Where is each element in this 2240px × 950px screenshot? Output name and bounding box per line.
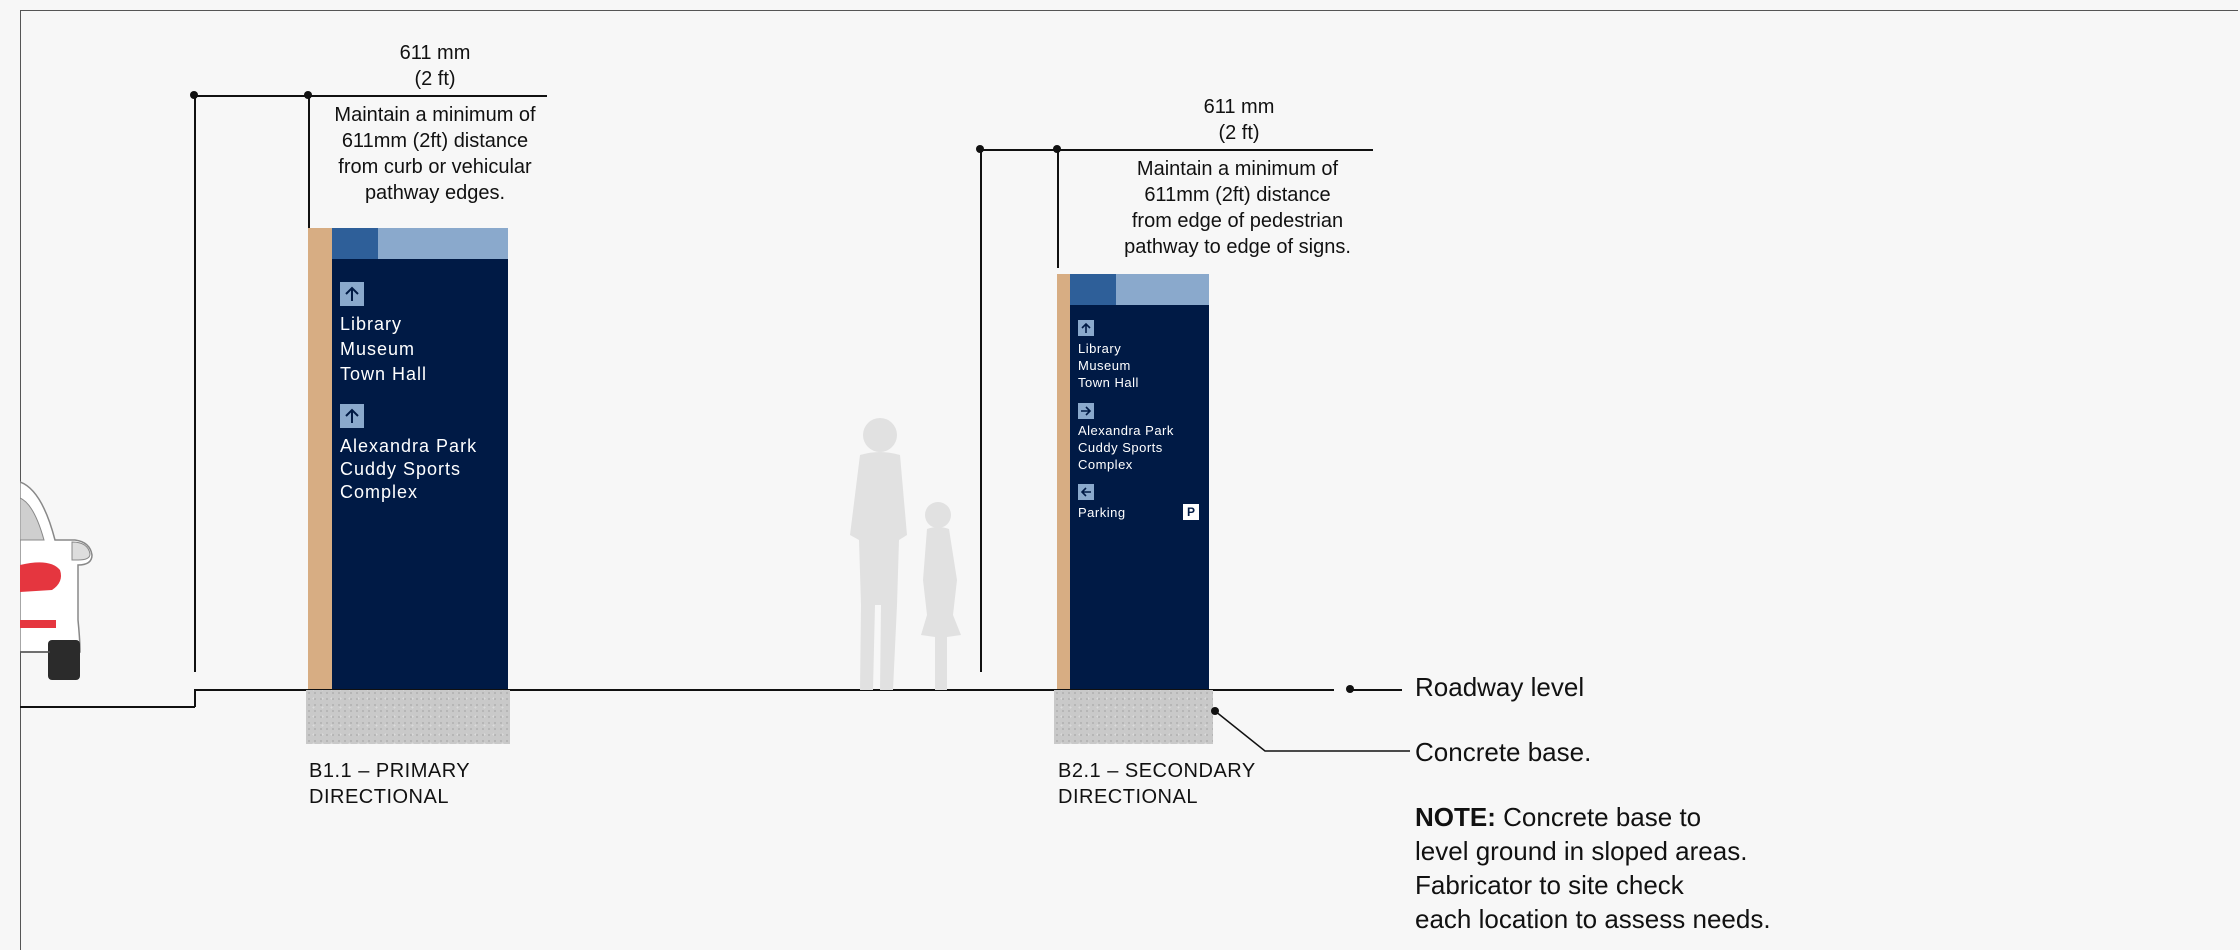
car-illustration bbox=[20, 481, 93, 680]
up-arrow-icon bbox=[340, 404, 364, 428]
secondary-sign-caption: B2.1 – SECONDARY DIRECTIONAL bbox=[1058, 758, 1256, 810]
note-text: Concrete base to bbox=[1503, 802, 1702, 832]
note-line: from curb or vehicular bbox=[338, 156, 532, 178]
caption-line: DIRECTIONAL bbox=[309, 786, 449, 808]
destination-label: Cuddy Sports bbox=[1078, 440, 1163, 455]
concrete-base-label: Concrete base. bbox=[1415, 737, 1592, 767]
secondary-concrete-base bbox=[1054, 690, 1213, 744]
note-line: Fabricator to site check bbox=[1415, 870, 1684, 900]
secondary-sign-band-accent bbox=[1070, 274, 1116, 305]
primary-sign-band bbox=[378, 228, 508, 259]
right-arrow-icon bbox=[1078, 403, 1094, 419]
secondary-sign-panel bbox=[1070, 274, 1209, 689]
note-pedestrian-distance: Maintain a minimum of 611mm (2ft) distan… bbox=[1105, 156, 1370, 260]
dimension-2-path-extension bbox=[980, 150, 982, 672]
destination-label: Parking bbox=[1078, 505, 1126, 520]
caption-line: B1.1 – PRIMARY bbox=[309, 760, 471, 782]
note-line: Maintain a minimum of bbox=[1136, 158, 1339, 180]
note-label: NOTE: bbox=[1415, 802, 1496, 832]
dimension-2-dot-left bbox=[976, 145, 984, 153]
roadway-level-label: Roadway level bbox=[1415, 672, 1585, 702]
pedestrian-silhouettes bbox=[850, 418, 961, 690]
up-arrow-icon bbox=[340, 282, 364, 306]
dimension-1-dot-right bbox=[304, 91, 312, 99]
dimension-1-label: 611 mm (2 ft) bbox=[350, 40, 520, 92]
dimension-2-dot-right bbox=[1053, 145, 1061, 153]
note-line: Maintain a minimum of bbox=[334, 104, 536, 126]
primary-sign-caption: B1.1 – PRIMARY DIRECTIONAL bbox=[309, 758, 470, 810]
dimension-2-label: 611 mm (2 ft) bbox=[1154, 94, 1324, 146]
destination-label: Cuddy Sports bbox=[340, 459, 462, 479]
destination-label: Alexandra Park bbox=[340, 436, 478, 456]
ground-line-left bbox=[20, 706, 195, 708]
parking-badge: P bbox=[1183, 504, 1199, 520]
note-line: each location to assess needs. bbox=[1415, 904, 1771, 934]
note-line: from edge of pedestrian bbox=[1131, 210, 1344, 232]
primary-concrete-base bbox=[306, 690, 510, 744]
destination-label: Library bbox=[1078, 341, 1122, 356]
destination-label: Museum bbox=[340, 339, 416, 359]
note-line: 611mm (2ft) distance bbox=[341, 130, 529, 152]
dimension-1-value-imperial: (2 ft) bbox=[414, 68, 456, 90]
curb-step bbox=[194, 690, 196, 707]
dimension-1-sign-extension bbox=[308, 96, 310, 228]
destination-label: Town Hall bbox=[1078, 375, 1139, 390]
drawing-frame bbox=[20, 10, 2238, 950]
left-arrow-icon bbox=[1078, 484, 1094, 500]
secondary-sign-post bbox=[1057, 274, 1070, 689]
caption-line: DIRECTIONAL bbox=[1058, 786, 1198, 808]
secondary-sign-band bbox=[1116, 274, 1209, 305]
dimension-1-value: 611 mm bbox=[399, 42, 471, 64]
dimension-2-value-imperial: (2 ft) bbox=[1218, 122, 1260, 144]
secondary-sign-parking: Parking bbox=[1078, 504, 1126, 521]
primary-sign-group-1: Library Museum Town Hall bbox=[340, 312, 427, 387]
concrete-base-note: NOTE: Concrete base to level ground in s… bbox=[1415, 800, 1771, 936]
concrete-base-leader bbox=[1211, 707, 1410, 752]
destination-label: Town Hall bbox=[340, 364, 428, 384]
note-line: 611mm (2ft) distance bbox=[1144, 184, 1331, 206]
roadway-leader bbox=[1350, 689, 1402, 691]
primary-sign-band-accent bbox=[332, 228, 378, 259]
dimension-2-sign-extension bbox=[1057, 150, 1059, 268]
primary-sign-post bbox=[308, 228, 332, 689]
dimension-2-value: 611 mm bbox=[1203, 96, 1275, 118]
note-line: NOTE: Concrete base to bbox=[1415, 800, 1771, 834]
secondary-sign-group-1: Library Museum Town Hall bbox=[1078, 340, 1139, 391]
up-arrow-icon bbox=[1078, 320, 1094, 336]
dimension-1-dot-left bbox=[190, 91, 198, 99]
roadway-leader-dot bbox=[1346, 685, 1354, 693]
caption-line: B2.1 – SECONDARY bbox=[1058, 760, 1256, 782]
destination-label: Library bbox=[340, 314, 403, 334]
destination-label: Complex bbox=[1078, 457, 1133, 472]
note-line: pathway to edge of signs. bbox=[1124, 236, 1351, 258]
note-line: level ground in sloped areas. bbox=[1415, 836, 1748, 866]
primary-sign-group-2: Alexandra Park Cuddy Sports Complex bbox=[340, 435, 477, 504]
secondary-sign-group-2: Alexandra Park Cuddy Sports Complex bbox=[1078, 422, 1174, 473]
dimension-1-curb-extension bbox=[194, 96, 196, 672]
destination-label: Complex bbox=[340, 482, 419, 502]
destination-label: Alexandra Park bbox=[1078, 423, 1174, 438]
note-curb-distance: Maintain a minimum of 611mm (2ft) distan… bbox=[310, 102, 560, 206]
destination-label: Museum bbox=[1078, 358, 1131, 373]
note-line: pathway edges. bbox=[364, 182, 506, 204]
ground-line bbox=[194, 689, 1334, 691]
dimension-2-line bbox=[980, 149, 1373, 151]
dimension-1-line bbox=[194, 95, 547, 97]
